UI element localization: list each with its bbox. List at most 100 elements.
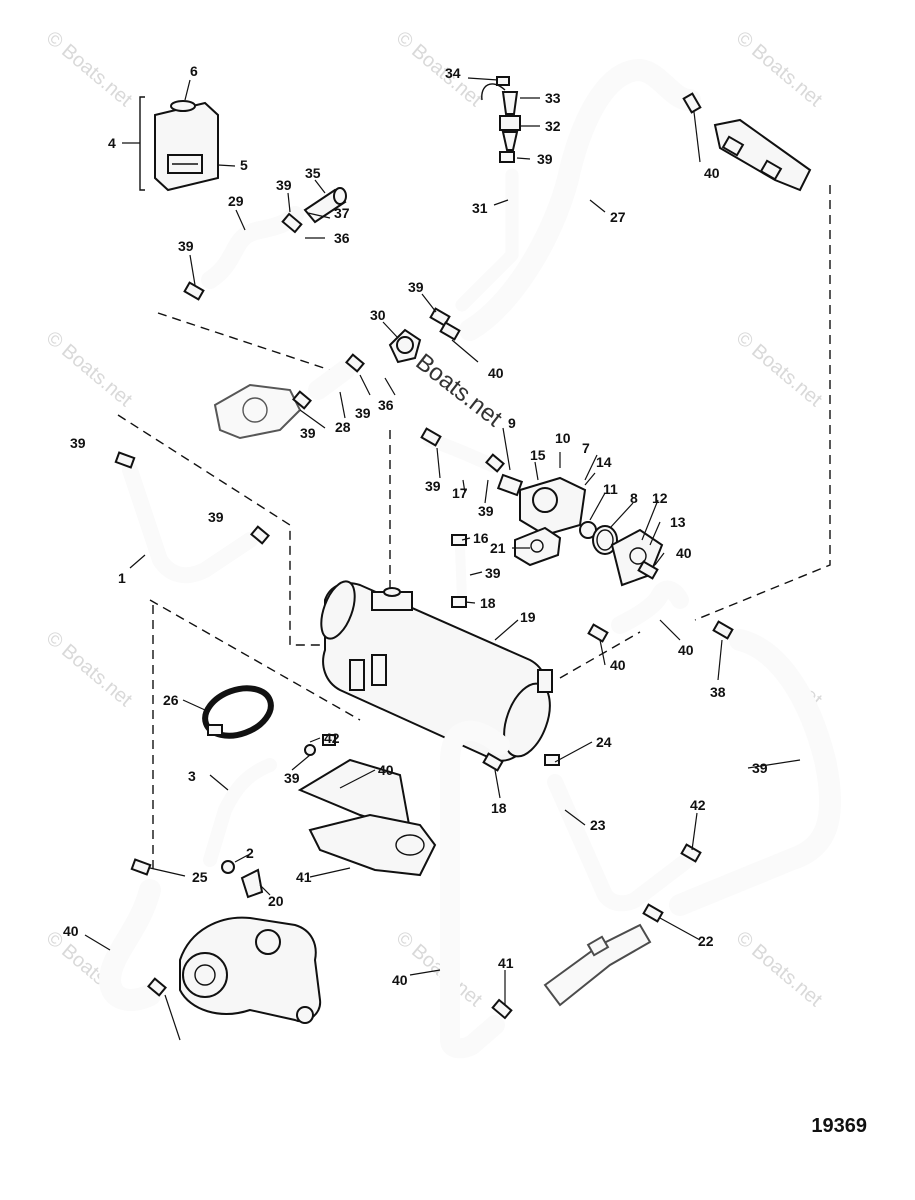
callout-35: 35 xyxy=(305,165,321,181)
callout-42: 2 xyxy=(246,845,254,861)
hose-28 xyxy=(308,360,355,400)
callout-39: 39 xyxy=(425,478,441,494)
hose-19 xyxy=(611,580,689,634)
hose-27 xyxy=(459,59,701,341)
callout-15: 15 xyxy=(530,447,546,463)
leader-lines xyxy=(84,77,801,1041)
callout-23: 39 xyxy=(752,760,768,776)
callout-31: 31 xyxy=(472,200,488,216)
hose-21 xyxy=(455,543,467,603)
callout-37: 37 xyxy=(334,205,350,221)
callout-39: 39 xyxy=(276,177,292,193)
callout-19: 40 xyxy=(678,642,694,658)
hose-18-left xyxy=(122,462,258,584)
watermark: © Boats.net xyxy=(732,927,827,1011)
callout-21: 39 xyxy=(485,565,501,581)
callout-14: 14 xyxy=(596,454,612,470)
gasket-16 xyxy=(514,526,562,567)
callout-40: 40 xyxy=(676,545,692,561)
heat-exchanger xyxy=(320,580,553,762)
callout-5: 5 xyxy=(240,157,248,173)
callout-18: 1 xyxy=(118,570,126,586)
circulating-pump xyxy=(213,383,302,440)
callout-39: 18 xyxy=(480,595,496,611)
callout-39: 39 xyxy=(355,405,371,421)
callout-11: 11 xyxy=(603,481,618,497)
callout-40: 40 xyxy=(610,657,626,673)
watermark: © Boats.net xyxy=(732,327,827,411)
callout-39: 39 xyxy=(300,425,316,441)
hose-24 xyxy=(203,758,277,867)
callout-41: 25 xyxy=(192,869,208,885)
dashed-routing-lines xyxy=(117,185,831,870)
callout-2: 41 xyxy=(296,869,312,885)
callout-22: 40 xyxy=(392,972,408,988)
callout-40: 40 xyxy=(488,365,504,381)
callout-18: 23 xyxy=(590,817,606,833)
hose-23 xyxy=(669,629,842,916)
callout-16: 21 xyxy=(490,540,506,556)
exhaust-fitting-top-right xyxy=(713,118,812,192)
watermark: © Boats.net xyxy=(392,27,487,111)
callout-17: 17 xyxy=(452,485,468,501)
callout-24: 3 xyxy=(188,768,196,784)
watermark: © Boats.net xyxy=(392,927,487,1011)
callout-40: 38 xyxy=(710,684,726,700)
watermark: © Boats.net xyxy=(732,27,827,111)
callout-38: 26 xyxy=(163,692,179,708)
callout-3: 40 xyxy=(378,762,394,778)
coolant-reservoir xyxy=(139,96,219,192)
callout-20: 40 xyxy=(63,923,79,939)
hose-31 xyxy=(455,168,519,312)
callout-39: 24 xyxy=(596,734,612,750)
callout-30: 30 xyxy=(370,307,386,323)
callout-28: 28 xyxy=(335,419,351,435)
sender-fitting xyxy=(481,76,521,151)
callout-1: 19 xyxy=(520,609,536,625)
callout-39: 39 xyxy=(178,238,194,254)
callout-12: 12 xyxy=(652,490,668,506)
callout-8: 8 xyxy=(630,490,638,506)
callout-13: 13 xyxy=(670,514,686,530)
callout-9: 9 xyxy=(508,415,516,431)
mount-plate-3 xyxy=(297,758,412,832)
callout-6: 6 xyxy=(190,63,198,79)
callout-29: 29 xyxy=(228,193,244,209)
watermark: © Boats.net xyxy=(42,27,137,111)
callout-39: 39 xyxy=(478,503,494,519)
callout-32: 32 xyxy=(545,118,561,134)
hose-22 xyxy=(440,720,510,1059)
thermostat xyxy=(579,521,618,555)
seawater-pump xyxy=(179,916,322,1024)
callout-7: 7 xyxy=(582,440,590,456)
callout-42: 39 xyxy=(284,770,300,786)
callout-36: 36 xyxy=(378,397,394,413)
callout-40: 41 xyxy=(498,955,514,971)
callout-27: 27 xyxy=(610,209,626,225)
callout-10: 10 xyxy=(555,430,571,446)
callout-39: 39 xyxy=(408,279,424,295)
thermostat-housing xyxy=(496,473,587,537)
callout-4: 4 xyxy=(108,135,116,151)
thermostat-cover xyxy=(610,528,664,587)
exhaust-fitting-bottom xyxy=(543,923,652,1007)
callout-33: 33 xyxy=(545,90,561,106)
callout-39: 42 xyxy=(690,797,706,813)
callout-labels: 6 4 5 34 33 32 39 31 27 40 35 39 29 37 3… xyxy=(63,63,768,988)
callout-25: 20 xyxy=(268,893,284,909)
callout-34: 34 xyxy=(445,65,461,81)
hose-17 xyxy=(423,433,499,472)
callout-40: 40 xyxy=(704,165,720,181)
callout-40: 22 xyxy=(698,933,714,949)
callout-39: 16 xyxy=(473,530,489,546)
watermark: © Boats.net xyxy=(42,327,137,411)
clamp-38 xyxy=(202,685,274,739)
hose-18-right xyxy=(547,774,698,912)
hose-20 xyxy=(99,879,161,1011)
fittings-25-26-42 xyxy=(221,734,336,899)
callout-39: 39 xyxy=(70,435,86,451)
diagram-number: 19369 xyxy=(811,1115,867,1137)
callout-36: 36 xyxy=(334,230,350,246)
